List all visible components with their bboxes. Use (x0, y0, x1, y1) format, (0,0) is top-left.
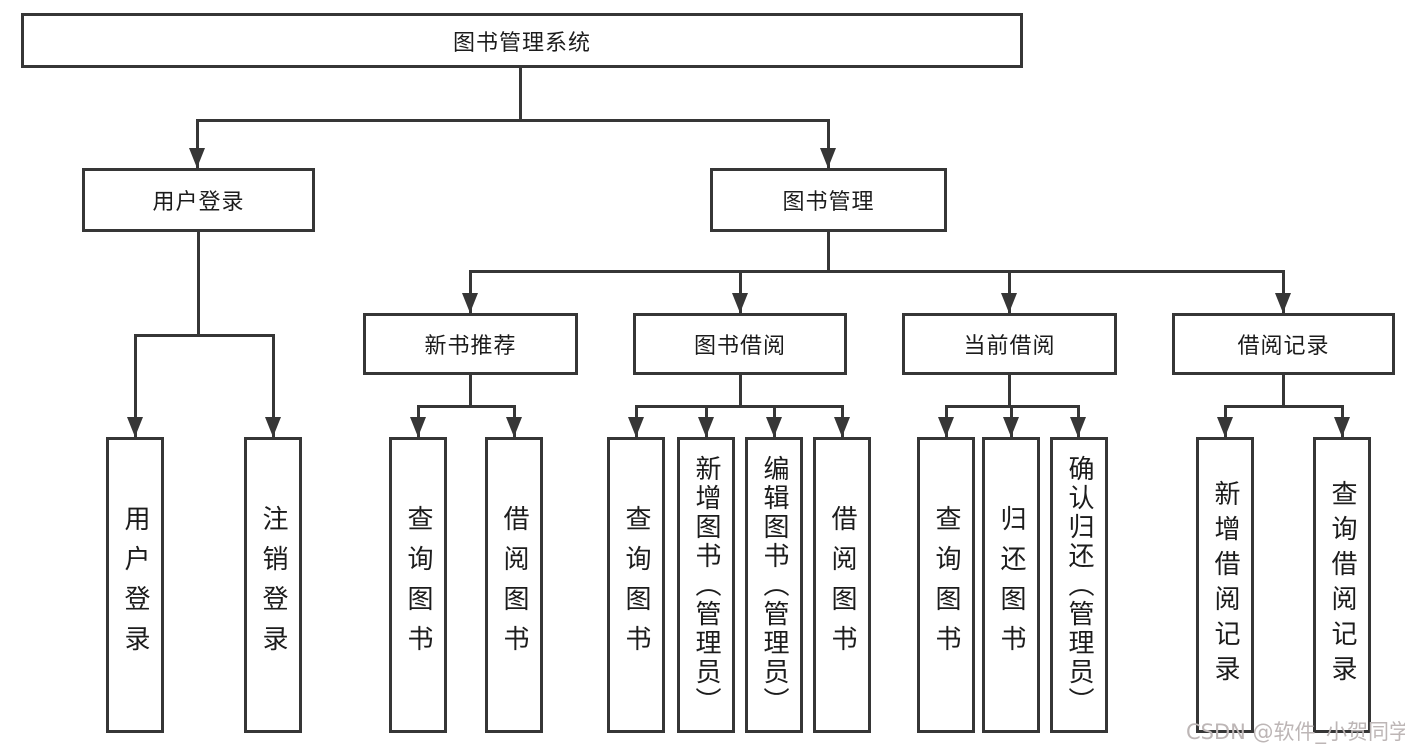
node-library-management-system: 图书管理系统 (21, 13, 1023, 68)
node-borrow-books-recommend: 借阅图书 (485, 437, 543, 733)
arrowhead (506, 417, 522, 437)
node-label: 借阅图书 (499, 505, 529, 665)
arrowhead (1217, 417, 1233, 437)
arrowhead (820, 148, 836, 168)
arrowhead (628, 417, 644, 437)
node-label: 用户登录 (152, 190, 245, 215)
node-label: 用户登录 (120, 505, 150, 665)
connector-line (272, 334, 275, 437)
arrowhead (127, 417, 143, 437)
node-label: 编辑图书（管理员） (759, 454, 789, 716)
connector-line (469, 375, 472, 407)
connector-line (827, 119, 830, 168)
node-label: 查询图书 (621, 505, 651, 665)
node-query-books-recommend: 查询图书 (389, 437, 447, 733)
arrowhead (1070, 417, 1086, 437)
connector-line (197, 232, 200, 336)
arrowhead (1334, 417, 1350, 437)
csdn-watermark: CSDN @软件_小贺同学 (1186, 720, 1405, 744)
node-label: 借阅记录 (1237, 334, 1330, 359)
node-current-borrowing: 当前借阅 (902, 313, 1117, 375)
arrowhead (1001, 293, 1017, 313)
connector-line (469, 270, 1285, 273)
node-label: 确认归还（管理员） (1064, 454, 1094, 716)
node-borrow-books: 借阅图书 (813, 437, 871, 733)
connector-line (134, 334, 275, 337)
node-add-borrow-record: 新增借阅记录 (1196, 437, 1254, 733)
arrowhead (938, 417, 954, 437)
node-logout: 注销登录 (244, 437, 302, 733)
node-label: 借阅图书 (827, 505, 857, 665)
connector-line (1282, 375, 1285, 407)
connector-line (519, 68, 522, 121)
connector-line (635, 405, 843, 408)
node-label: 归还图书 (996, 505, 1026, 665)
node-query-books-borrowing: 查询图书 (607, 437, 665, 733)
node-label: 新书推荐 (424, 334, 517, 359)
connector-line (739, 375, 742, 407)
arrowhead (766, 417, 782, 437)
node-label: 查询图书 (931, 505, 961, 665)
connector-line (827, 232, 830, 273)
node-book-management: 图书管理 (710, 168, 947, 232)
node-book-borrowing: 图书借阅 (633, 313, 847, 375)
node-label: 当前借阅 (963, 334, 1056, 359)
connector-line (417, 405, 516, 408)
node-label: 图书管理系统 (452, 30, 591, 56)
arrowhead (189, 148, 205, 168)
node-label: 注销登录 (258, 505, 288, 665)
node-borrowing-records: 借阅记录 (1172, 313, 1395, 375)
node-confirm-return-admin: 确认归还（管理员） (1050, 437, 1108, 733)
node-label: 图书管理 (782, 190, 875, 215)
arrowhead (410, 417, 426, 437)
node-query-borrow-record: 查询借阅记录 (1313, 437, 1371, 733)
connector-line (1008, 270, 1011, 313)
connector-line (1224, 405, 1343, 408)
arrowhead (732, 293, 748, 313)
connector-line (1282, 270, 1285, 313)
node-add-books-admin: 新增图书（管理员） (677, 437, 735, 733)
node-user-login-leaf: 用户登录 (106, 437, 164, 733)
arrowhead (265, 417, 281, 437)
arrowhead (1275, 293, 1291, 313)
node-label: 新增借阅记录 (1210, 480, 1240, 690)
node-return-books: 归还图书 (982, 437, 1040, 733)
connector-line (1008, 375, 1011, 407)
connector-line (196, 119, 199, 168)
node-label: 查询借阅记录 (1327, 480, 1357, 690)
node-label: 查询图书 (403, 505, 433, 665)
connector-line (196, 119, 830, 122)
node-edit-books-admin: 编辑图书（管理员） (745, 437, 803, 733)
arrowhead (698, 417, 714, 437)
node-new-book-recommend: 新书推荐 (363, 313, 578, 375)
arrowhead (1003, 417, 1019, 437)
arrowhead (462, 293, 478, 313)
node-user-login: 用户登录 (82, 168, 315, 232)
node-query-books-current: 查询图书 (917, 437, 975, 733)
node-label: 新增图书（管理员） (691, 454, 721, 716)
node-label: 图书借阅 (693, 334, 786, 359)
connector-line (134, 334, 137, 437)
arrowhead (834, 417, 850, 437)
connector-line (469, 270, 472, 313)
connector-line (739, 270, 742, 313)
